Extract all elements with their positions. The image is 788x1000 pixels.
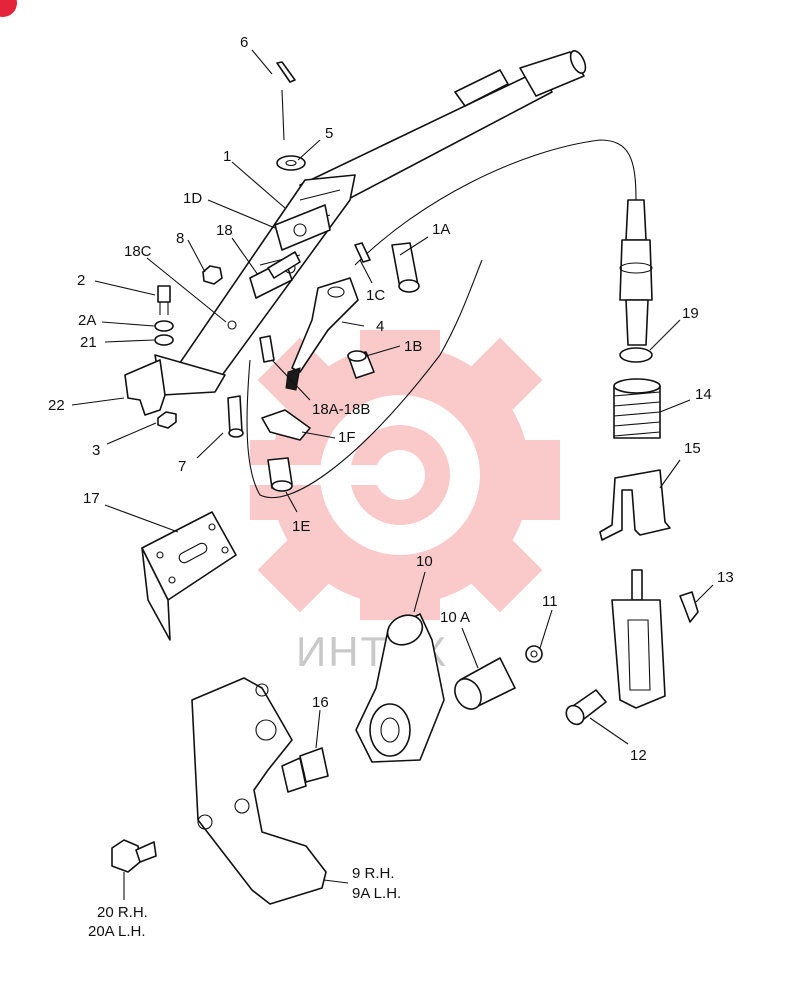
label-15: 15	[684, 440, 701, 457]
fitting-16	[281, 747, 329, 793]
washer-19	[619, 347, 653, 363]
nut-3	[157, 411, 177, 429]
lever-assembly	[124, 50, 587, 416]
washer-2A	[154, 320, 174, 332]
bracket-15	[599, 469, 671, 541]
pin-1A	[391, 242, 420, 293]
yoke-12	[611, 569, 666, 709]
ring-11	[525, 645, 543, 663]
label-18C: 18C	[124, 243, 152, 260]
label-4: 4	[376, 318, 384, 335]
clip-13	[679, 591, 699, 623]
pin-12	[565, 689, 607, 726]
spring-14	[613, 378, 661, 439]
screw-18A	[259, 335, 275, 363]
bolt-7	[227, 395, 244, 438]
watermark-logo	[250, 330, 560, 620]
label-18A-18B: 18A-18B	[312, 401, 370, 418]
cotter-pin-6	[276, 61, 296, 141]
pin-1B	[347, 350, 375, 379]
label-13: 13	[717, 569, 734, 586]
label-6: 6	[240, 34, 248, 51]
label-9: 9 R.H.	[352, 865, 395, 882]
label-2A: 2A	[78, 312, 96, 329]
cable	[354, 139, 637, 266]
bushing-10A	[454, 657, 516, 710]
label-1E: 1E	[292, 518, 310, 535]
block-1F	[261, 409, 311, 441]
label-21: 21	[80, 334, 97, 351]
cable-loop	[246, 259, 483, 499]
spacer-1E	[267, 457, 293, 492]
label-3: 3	[92, 442, 100, 459]
label-1F: 1F	[338, 429, 356, 446]
label-7: 7	[178, 458, 186, 475]
crank-10	[355, 613, 445, 763]
label-1: 1	[223, 148, 231, 165]
bolt-2	[157, 285, 171, 315]
label-1B: 1B	[404, 338, 422, 355]
leader-lines	[71, 49, 714, 900]
label-1D: 1D	[183, 190, 202, 207]
spring-18	[267, 251, 301, 279]
label-10A: 10 A	[440, 609, 470, 626]
bolt-20	[111, 839, 157, 873]
label-11: 11	[542, 593, 558, 610]
label-14: 14	[695, 386, 712, 403]
label-12: 12	[630, 747, 647, 764]
clevis-rod-4	[285, 277, 359, 391]
cable-end	[619, 199, 653, 346]
label-22: 22	[48, 397, 65, 414]
label-1C: 1C	[366, 287, 385, 304]
corner-badge	[0, 0, 17, 17]
washer-21	[154, 334, 174, 346]
label-20A: 20A L.H.	[88, 923, 146, 940]
label-16: 16	[312, 694, 329, 711]
support-bracket-9	[191, 677, 327, 905]
label-1A: 1A	[432, 221, 450, 238]
label-8: 8	[176, 230, 184, 247]
bracket-17	[141, 511, 237, 641]
pin-1C	[354, 242, 371, 263]
nut-8	[202, 265, 223, 285]
label-19: 19	[682, 305, 699, 322]
label-2: 2	[77, 272, 85, 289]
label-5: 5	[325, 125, 333, 142]
label-18: 18	[216, 222, 233, 239]
label-10: 10	[416, 553, 433, 570]
label-20: 20 R.H.	[97, 904, 148, 921]
label-9A: 9A L.H.	[352, 885, 401, 902]
label-17: 17	[83, 490, 100, 507]
part-labels: 6 5 1 1D 18 18C 8 1A 2 1C 4 2A 21 1B 22 …	[48, 34, 734, 940]
